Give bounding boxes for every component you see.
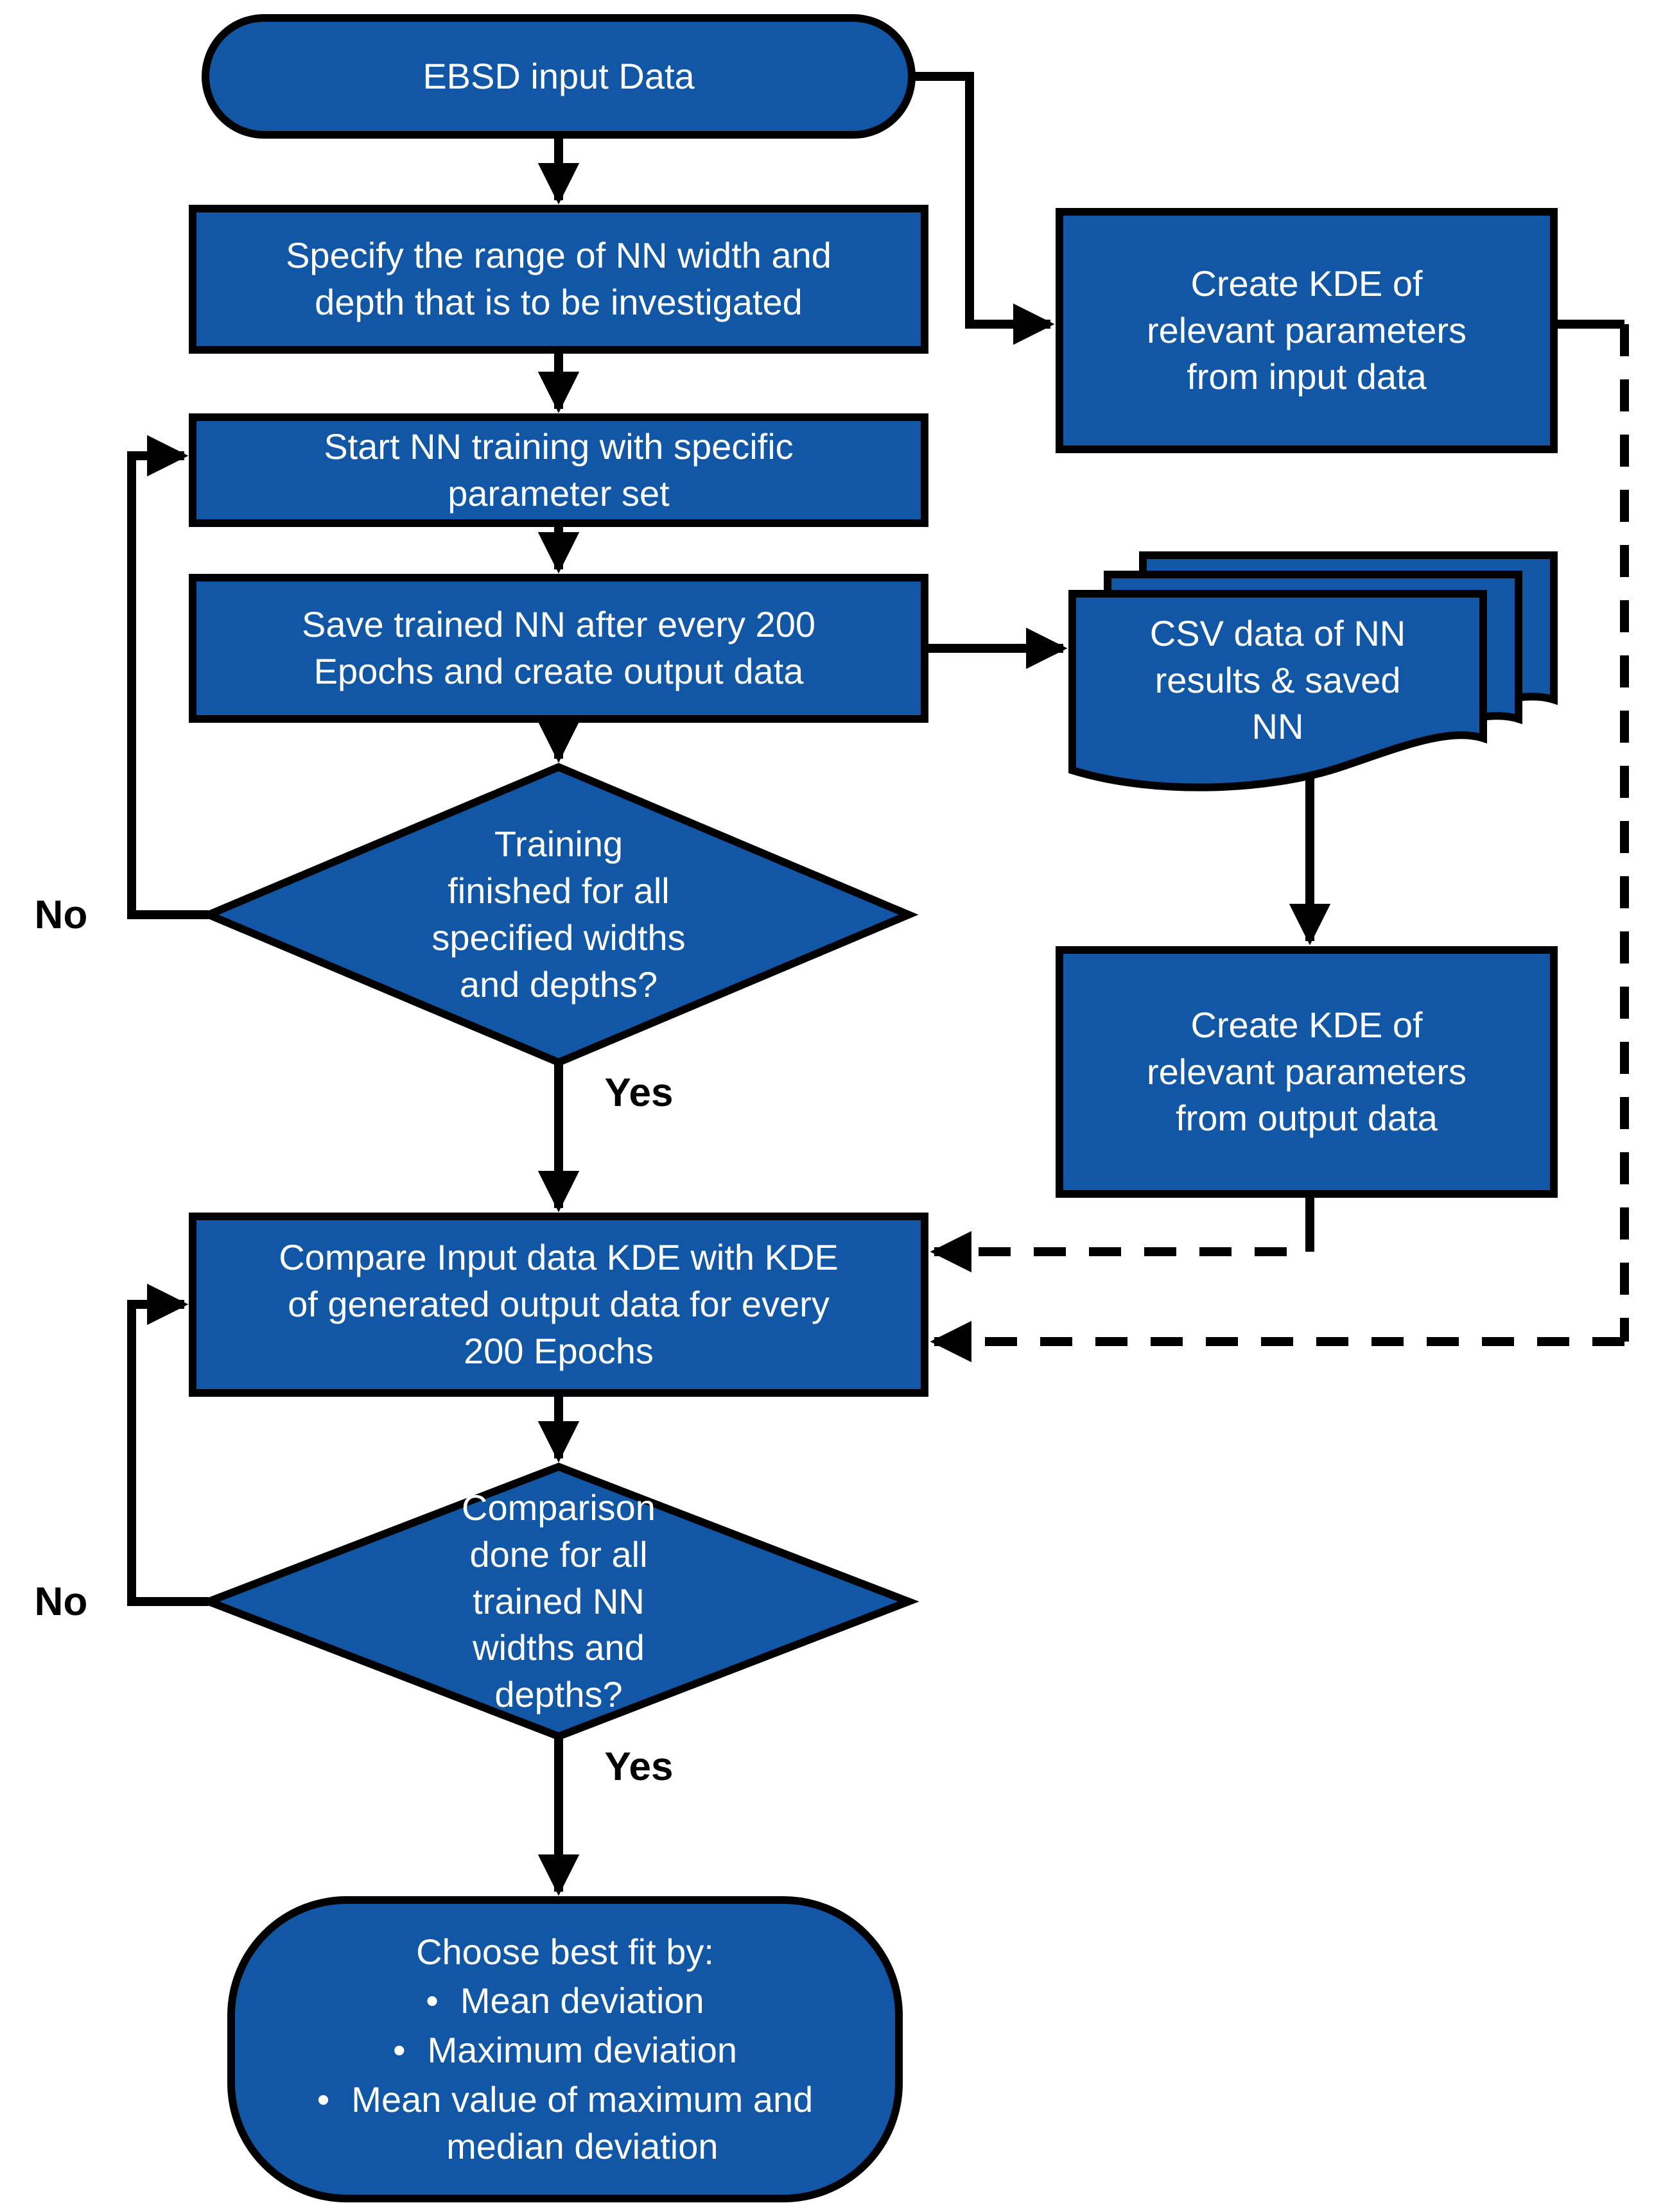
loop-no-decision1-to-start [127, 435, 209, 919]
terminator-ebsd-input [202, 14, 916, 139]
dashed-arrow-kde-output-to-compare [930, 1220, 1314, 1273]
decision-training-finished [198, 763, 919, 1067]
decision-comparison-done [198, 1462, 919, 1741]
process-compare-kde [189, 1213, 928, 1397]
arrow-ebsd-to-kde-input [912, 72, 1055, 345]
document-csv-front [1068, 590, 1487, 791]
process-specify-range [189, 205, 928, 354]
process-start-training [189, 413, 928, 527]
process-kde-input [1056, 208, 1558, 453]
process-kde-output [1056, 946, 1558, 1198]
terminator-choose-best-fit [227, 1896, 903, 2202]
loop-no-decision2-to-compare [127, 1283, 209, 1606]
process-save-nn [189, 574, 928, 723]
